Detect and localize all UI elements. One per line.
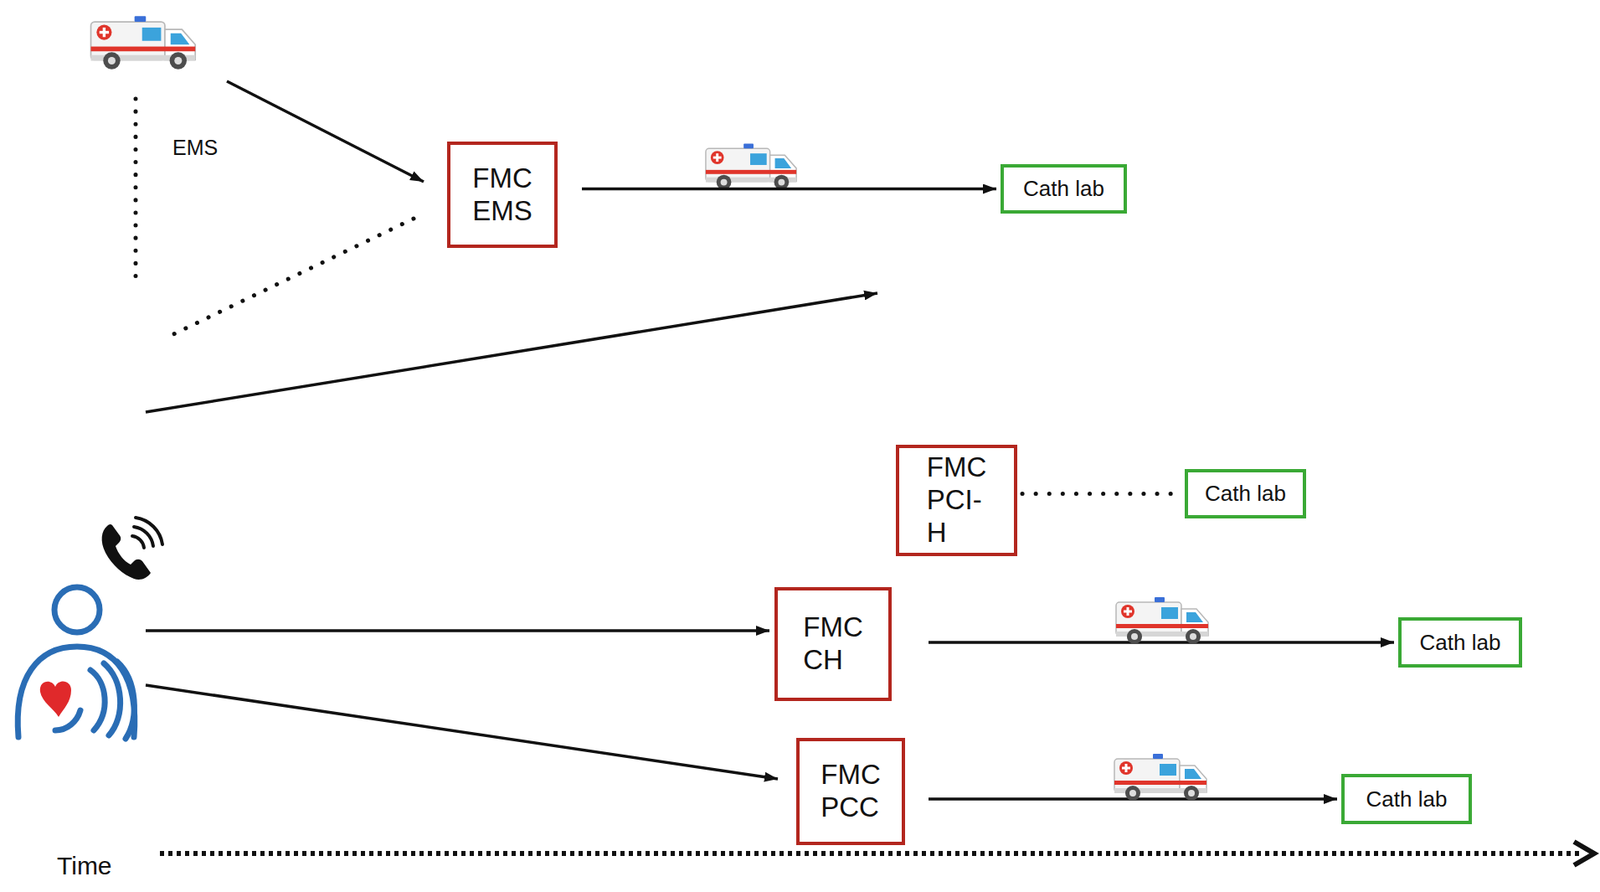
cath-lab-box: Cath lab bbox=[1184, 468, 1307, 519]
dotted-path bbox=[133, 98, 139, 285]
node-text: FMC PCI-H bbox=[926, 451, 987, 550]
text-label: Time bbox=[56, 851, 113, 880]
time-axis bbox=[159, 850, 1583, 856]
ambulance-icon bbox=[1114, 753, 1207, 801]
ambulance-icon bbox=[1116, 596, 1209, 644]
ambulance-icon bbox=[705, 143, 797, 190]
node-text: Cath lab bbox=[1204, 480, 1287, 507]
time-axis-head bbox=[1574, 841, 1595, 865]
heart-symbol bbox=[40, 681, 72, 717]
arrow-connector bbox=[928, 640, 1395, 644]
node-text: Cath lab bbox=[1023, 175, 1105, 202]
flow-arrow bbox=[145, 684, 778, 779]
flow-arrow bbox=[145, 628, 770, 633]
cath-lab-box: Cath lab bbox=[1341, 773, 1472, 824]
patient-icon bbox=[17, 586, 135, 739]
fmc-box: FMC PCC bbox=[796, 737, 906, 845]
dotted-path bbox=[168, 218, 414, 337]
fmc-box: FMC EMS bbox=[447, 141, 558, 248]
flow-arrow bbox=[145, 293, 878, 412]
fmc-box: FMC PCI-H bbox=[895, 444, 1018, 556]
cath-lab-box: Cath lab bbox=[1000, 164, 1127, 214]
cath-lab-box: Cath lab bbox=[1398, 617, 1523, 668]
arrow-connector bbox=[581, 187, 997, 191]
flow-arrow bbox=[226, 81, 424, 182]
node-text: FMC CH bbox=[802, 611, 863, 677]
node-text: Cath lab bbox=[1366, 786, 1448, 813]
node-text: FMC EMS bbox=[472, 162, 533, 228]
ambulance-icon bbox=[91, 15, 196, 69]
node-text: Cath lab bbox=[1419, 629, 1502, 656]
dotted-connector bbox=[1022, 491, 1173, 496]
node-text: FMC PCC bbox=[820, 758, 880, 824]
phone-icon bbox=[102, 517, 163, 580]
fmc-box: FMC CH bbox=[774, 586, 892, 701]
text-label: EMS bbox=[172, 135, 218, 160]
